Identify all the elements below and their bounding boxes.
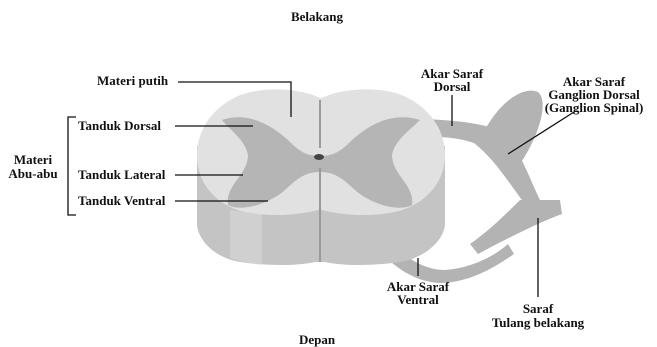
label-spinal-nerve-line2: Tulang belakang [478,316,598,329]
label-grey-matter-line1: Materi [0,153,66,166]
label-ganglion-line3: (Ganglion Spinal) [534,101,654,114]
label-ventral-root-line2: Ventral [368,293,468,306]
label-ventral-horn: Tanduk Ventral [78,194,165,207]
label-grey-matter-line2: Abu-abu [0,167,66,180]
label-spinal-nerve-line1: Saraf [488,302,588,315]
spinal-cord [197,89,445,265]
label-dorsal-horn: Tanduk Dorsal [78,119,161,132]
central-canal [314,154,324,160]
label-white-matter: Materi putih [97,74,168,87]
spinal-nerve-shape [470,200,562,254]
label-dorsal-root-line2: Dorsal [402,80,502,93]
cord-side-highlight [230,210,262,265]
label-belakang: Belakang [277,10,357,23]
label-lateral-horn: Tanduk Lateral [78,168,165,181]
label-depan: Depan [277,333,357,346]
grey-matter-bracket [68,117,76,215]
